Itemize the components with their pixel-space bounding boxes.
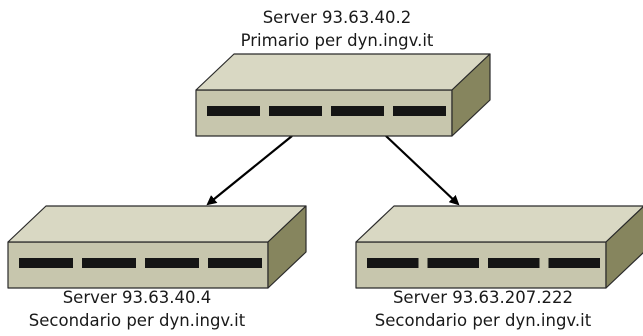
secondary-right-server-address: Server 93.63.207.222 xyxy=(392,288,574,307)
server-top-face xyxy=(355,205,643,243)
arrow-secondary-left xyxy=(206,135,293,206)
secondary-right-server-label: Server 93.63.207.222 Secondario per dyn.… xyxy=(333,286,633,332)
server-port xyxy=(269,106,322,116)
server-icons xyxy=(7,53,643,289)
server-port xyxy=(82,258,136,268)
primary-server-role: Primario per dyn.ingv.it xyxy=(240,31,434,50)
secondary-left-server-icon xyxy=(7,205,307,289)
server-port xyxy=(367,258,419,268)
primary-server-address: Server 93.63.40.2 xyxy=(262,8,412,27)
server-port xyxy=(331,106,384,116)
server-port xyxy=(207,106,260,116)
server-port xyxy=(548,258,600,268)
secondary-right-server-role: Secondario per dyn.ingv.it xyxy=(374,311,592,330)
server-side-face xyxy=(605,206,643,289)
secondary-left-server-role: Secondario per dyn.ingv.it xyxy=(28,311,246,330)
server-top-face xyxy=(195,53,491,91)
server-port xyxy=(19,258,73,268)
server-port xyxy=(488,258,540,268)
secondary-left-server-address: Server 93.63.40.4 xyxy=(62,288,212,307)
server-top-face xyxy=(7,205,307,243)
server-side-face xyxy=(267,205,307,289)
server-port xyxy=(393,106,446,116)
server-port xyxy=(145,258,199,268)
primary-server-icon xyxy=(195,53,491,137)
secondary-right-server-icon xyxy=(355,205,643,289)
server-side-face xyxy=(451,53,491,137)
primary-server-label: Server 93.63.40.2 Primario per dyn.ingv.… xyxy=(187,6,487,52)
secondary-left-server-label: Server 93.63.40.4 Secondario per dyn.ing… xyxy=(0,286,287,332)
connection-arrows xyxy=(206,135,460,206)
server-port xyxy=(208,258,262,268)
arrow-secondary-right xyxy=(385,135,460,206)
server-port xyxy=(427,258,479,268)
